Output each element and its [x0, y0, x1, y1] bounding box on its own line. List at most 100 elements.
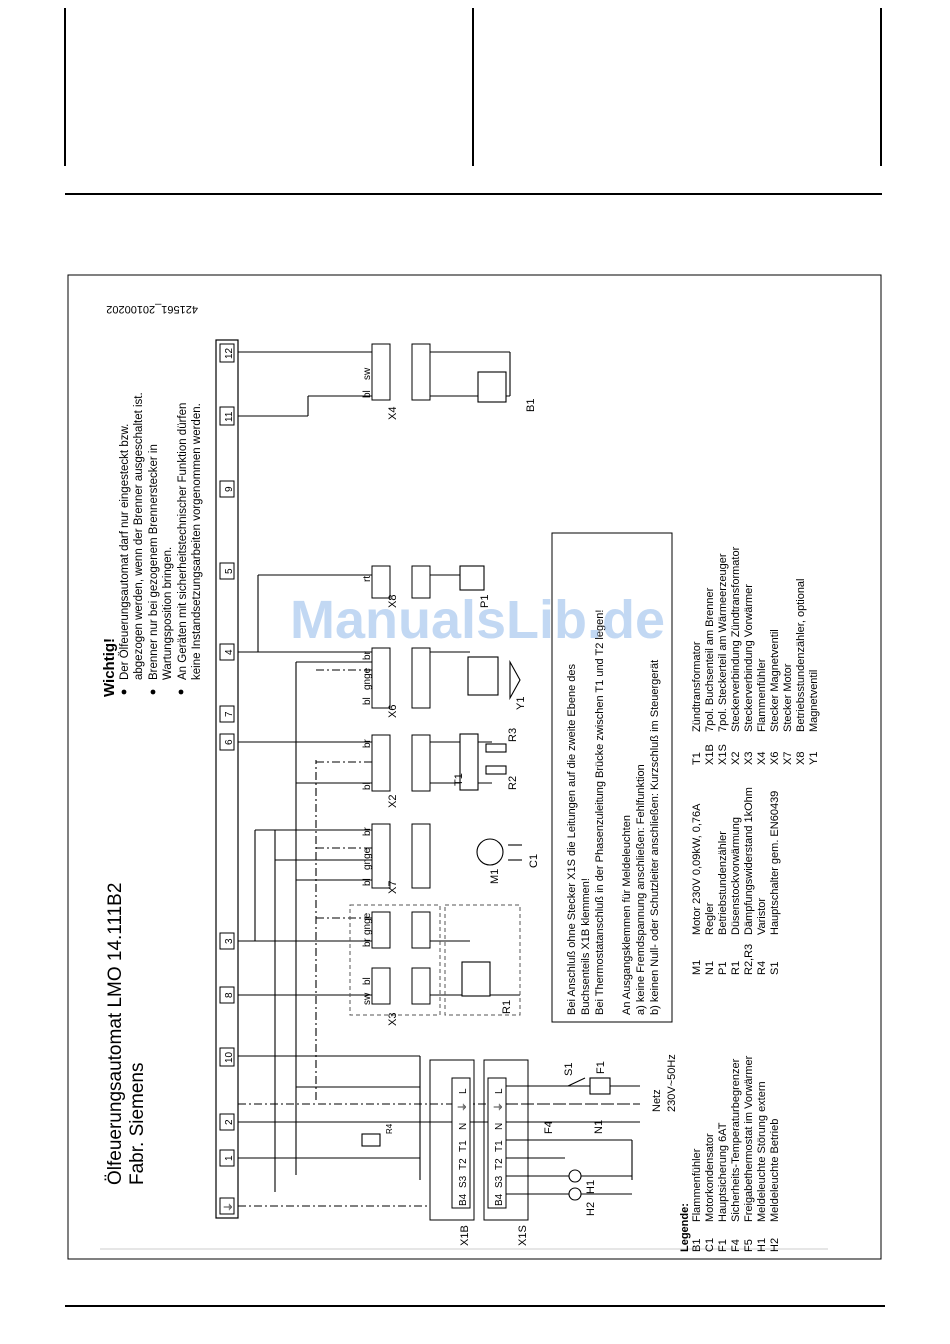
- legend1-text-2: Hauptsicherung 6AT: [717, 1122, 729, 1222]
- legend3-code-6: X6: [769, 752, 781, 765]
- legend-col2: M1 Motor 230V 0,09kW, 0,76A N1 Regler P1…: [691, 787, 781, 975]
- label-p1: P1: [479, 595, 491, 608]
- legend3-code-3: X2: [730, 752, 742, 765]
- legend3-text-4: Steckerverbindung Vorwärmer: [743, 584, 755, 732]
- wiring: [238, 351, 640, 1207]
- x1s-pin-t2: T2: [494, 1158, 505, 1170]
- label-x8: X8: [387, 595, 399, 608]
- important-heading: Wichtig!: [101, 638, 118, 697]
- terminal-9: 9: [224, 486, 235, 492]
- terminal-2: 2: [224, 1119, 235, 1125]
- legend1-code-2: F1: [717, 1239, 729, 1252]
- terminal-strip: [215, 339, 239, 1219]
- legend2-text-1: Regler: [704, 902, 716, 935]
- note-line-1: Bei Anschluß ohne Stecker X1S die Leitun…: [566, 663, 578, 1015]
- terminal-3: 3: [224, 938, 235, 944]
- label-netz-spec: 230V~50Hz: [666, 1054, 678, 1112]
- label-b1: B1: [525, 399, 537, 412]
- legend3-text-5: Flammenfühler: [756, 658, 768, 732]
- legend3-code-5: X4: [756, 752, 768, 765]
- terminal-pe: ⏚: [223, 1202, 235, 1212]
- terminal-numbers: ⏚ 1 2 10 8 3 6 7 4 5 9 11 12: [223, 347, 235, 1212]
- legend3-code-4: X3: [743, 752, 755, 765]
- wire-x6-br: br: [362, 650, 373, 660]
- x1b-pin-t2: T2: [458, 1158, 469, 1170]
- note-line-7: b) keinen Null- oder Schutzleiter anschl…: [649, 660, 661, 1015]
- legend1-code-4: F5: [743, 1239, 755, 1252]
- legend3-code-8: X8: [795, 752, 807, 765]
- note-line-3: Bei Thermostatanschluß in der Phasenzule…: [594, 610, 606, 1015]
- legend1-text-0: Flammenfühler: [691, 1148, 703, 1222]
- legend3-text-9: Magnetventil: [808, 670, 820, 732]
- important-line-6: keine Instandsetzungsarbeiten vorgenomme…: [191, 403, 203, 680]
- legend2-code-0: M1: [691, 960, 703, 975]
- x1s-pin-pe: ⏚: [493, 1102, 505, 1112]
- important-line-4: Wartungsposition bringen.: [162, 547, 174, 680]
- legend2-text-5: Varistor: [756, 898, 768, 935]
- label-x2: X2: [387, 795, 399, 808]
- terminal-5: 5: [224, 568, 235, 574]
- important-bullets: [121, 689, 184, 695]
- x1b-pin-t1: T1: [458, 1140, 469, 1152]
- label-s1: S1: [563, 1063, 575, 1076]
- x1b-pin-l: L: [458, 1088, 469, 1094]
- important-line-5: An Geräten mit sicherheitstechnischer Fu…: [177, 403, 189, 680]
- label-x4: X4: [387, 407, 399, 420]
- legend2-code-3: R1: [730, 961, 742, 975]
- wire-x7-gnge: gnge: [362, 847, 373, 870]
- title-line1: Ölfeuerungsautomat LMO 14.111B2: [105, 883, 126, 1185]
- wire-x4-bl: bl: [362, 390, 373, 398]
- legend2-code-6: S1: [769, 962, 781, 975]
- legend2-text-6: Hauptschalter gem. EN60439: [769, 791, 781, 935]
- legend2-code-1: N1: [704, 961, 716, 975]
- doc-id: 421561_20100202: [106, 303, 198, 315]
- wire-x2-bl: bl: [362, 782, 373, 790]
- label-t1: T1: [453, 773, 465, 786]
- legend2-text-4: Dämpfungswiderstand 1kOhm: [743, 787, 755, 935]
- x1b-pin-n: N: [458, 1123, 469, 1130]
- legend1-code-0: B1: [691, 1239, 703, 1252]
- terminal-8: 8: [224, 992, 235, 998]
- terminal-10: 10: [224, 1051, 235, 1063]
- plug-x1s: X1S: [483, 1059, 529, 1246]
- label-n1: N1: [593, 1120, 605, 1134]
- legend3-code-0: T1: [691, 752, 703, 765]
- watermark: ManualsLib.de: [290, 590, 665, 650]
- wire-color-labels: sw bl br gnge bl gnge br bl br bl gnge b…: [362, 367, 373, 1005]
- terminal-4: 4: [224, 649, 235, 655]
- x1b-label: X1B: [459, 1225, 471, 1246]
- legend1-text-1: Motorkondensator: [704, 1133, 716, 1222]
- legend3-text-1: 7pol. Buchsenteil am Brenner: [704, 587, 716, 732]
- legend2-text-0: Motor 230V 0,09kW, 0,76A: [691, 803, 703, 935]
- legend2-code-5: R4: [756, 961, 768, 975]
- label-h1: H1: [585, 1180, 597, 1194]
- connector-blocks: [371, 343, 431, 1005]
- note-line-5: An Ausgangsklemmen für Meldeleuchten: [621, 815, 633, 1015]
- x1b-pin-pe: ⏚: [457, 1102, 469, 1112]
- wire-x8-rt: rt: [362, 576, 373, 582]
- legend3-code-9: Y1: [808, 752, 820, 765]
- wire-x4-sw: sw: [362, 367, 373, 380]
- label-r1: R1: [501, 1000, 513, 1014]
- legend3-text-2: 7pol. Steckerteil am Wärmeerzeuger: [717, 553, 729, 732]
- legend1-code-1: C1: [704, 1238, 716, 1252]
- wire-x7-bl: bl: [362, 878, 373, 886]
- x1s-pin-n: N: [494, 1123, 505, 1130]
- label-c1: C1: [528, 854, 540, 868]
- label-f1: F1: [595, 1061, 607, 1074]
- label-x7: X7: [387, 881, 399, 894]
- x1b-pin-s3: S3: [458, 1175, 469, 1188]
- terminal-6: 6: [224, 739, 235, 745]
- legend2-text-3: Düsenstockvorwärmung: [730, 817, 742, 935]
- components: [361, 371, 611, 1201]
- legend1-text-4: Freigabethermostat im Vorwärmer: [743, 1055, 755, 1222]
- x1s-pin-t1: T1: [494, 1140, 505, 1152]
- legend3-text-3: Steckerverbindung Zündtransformator: [730, 546, 742, 732]
- wire-x3-bl: bl: [362, 977, 373, 985]
- plug-x1b: X1B: [429, 1059, 475, 1246]
- notes-text: Bei Anschluß ohne Stecker X1S die Leitun…: [566, 610, 661, 1015]
- label-netz: Netz: [651, 1089, 663, 1112]
- legend2-code-4: R2,R3: [743, 944, 755, 975]
- legend2-text-2: Betriebstundenzähler: [717, 831, 729, 935]
